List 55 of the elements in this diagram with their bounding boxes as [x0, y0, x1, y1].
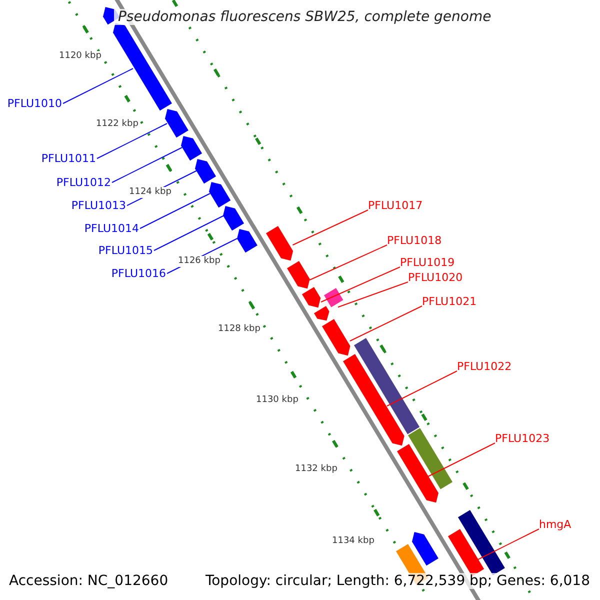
leader-line — [320, 266, 400, 302]
scale-label: 1130 kbp — [255, 395, 300, 406]
gene-feature — [396, 444, 438, 503]
leader-line — [349, 306, 422, 342]
gene-feature — [324, 288, 344, 308]
scale-label: 1132 kbp — [294, 464, 338, 475]
gene-feature — [237, 228, 258, 252]
leader-line — [292, 210, 368, 246]
gene-feature — [458, 510, 504, 576]
gene-feature — [164, 108, 188, 138]
gene-label: PFLU1019 — [400, 256, 455, 269]
gene-label: hmgA — [539, 518, 572, 531]
scale-label: 1122 kbp — [95, 119, 140, 130]
leader-line — [112, 147, 182, 183]
gene-label: PFLU1018 — [387, 234, 442, 247]
gene-feature — [412, 532, 438, 566]
gene-label: PFLU1020 — [408, 271, 463, 284]
accession-text: Accession: NC_012660 — [7, 573, 170, 589]
gene-label: PFLU1022 — [457, 360, 512, 373]
leader-line — [386, 370, 458, 406]
gene-feature — [408, 428, 453, 490]
scale-label: 1134 kbp — [331, 536, 376, 547]
gene-label: PFLU1017 — [368, 199, 423, 212]
gene-label: PFLU1023 — [495, 432, 550, 445]
leader-line — [309, 244, 388, 280]
gene-feature — [223, 206, 244, 230]
gene-feature — [302, 287, 322, 308]
gene-feature — [181, 136, 202, 160]
gene-feature — [194, 158, 216, 184]
gene-label: PFLU1014 — [84, 222, 139, 235]
leader-line — [154, 215, 224, 251]
gene-label: PFLU1015 — [98, 244, 153, 257]
scale-label: 1126 kbp — [177, 256, 222, 267]
leader-line — [338, 282, 408, 308]
gene-label: PFLU1016 — [111, 267, 166, 280]
gene-feature — [354, 338, 420, 434]
scale-label: 1120 kbp — [58, 51, 102, 62]
leader-line — [62, 68, 134, 104]
genome-summary-text: Topology: circular; Length: 6,722,539 bp; Genes: 6,018 — [203, 573, 592, 589]
scale-label: 1128 kbp — [217, 324, 262, 335]
leader-line — [140, 193, 210, 229]
gene-feature — [342, 354, 404, 446]
gene-label: PFLU1021 — [422, 295, 477, 308]
leader-line — [96, 123, 168, 159]
gene-feature — [322, 319, 350, 356]
gene-feature — [113, 22, 172, 110]
gene-feature — [266, 226, 293, 261]
gene-feature — [286, 261, 310, 289]
gene-label: PFLU1010 — [7, 97, 62, 110]
gene-label: PFLU1012 — [56, 176, 111, 189]
gene-feature — [314, 306, 330, 321]
gene-label: PFLU1013 — [71, 199, 126, 212]
gene-label: PFLU1011 — [41, 152, 96, 165]
gene-feature — [208, 182, 230, 208]
scale-label: 1124 kbp — [128, 187, 172, 198]
